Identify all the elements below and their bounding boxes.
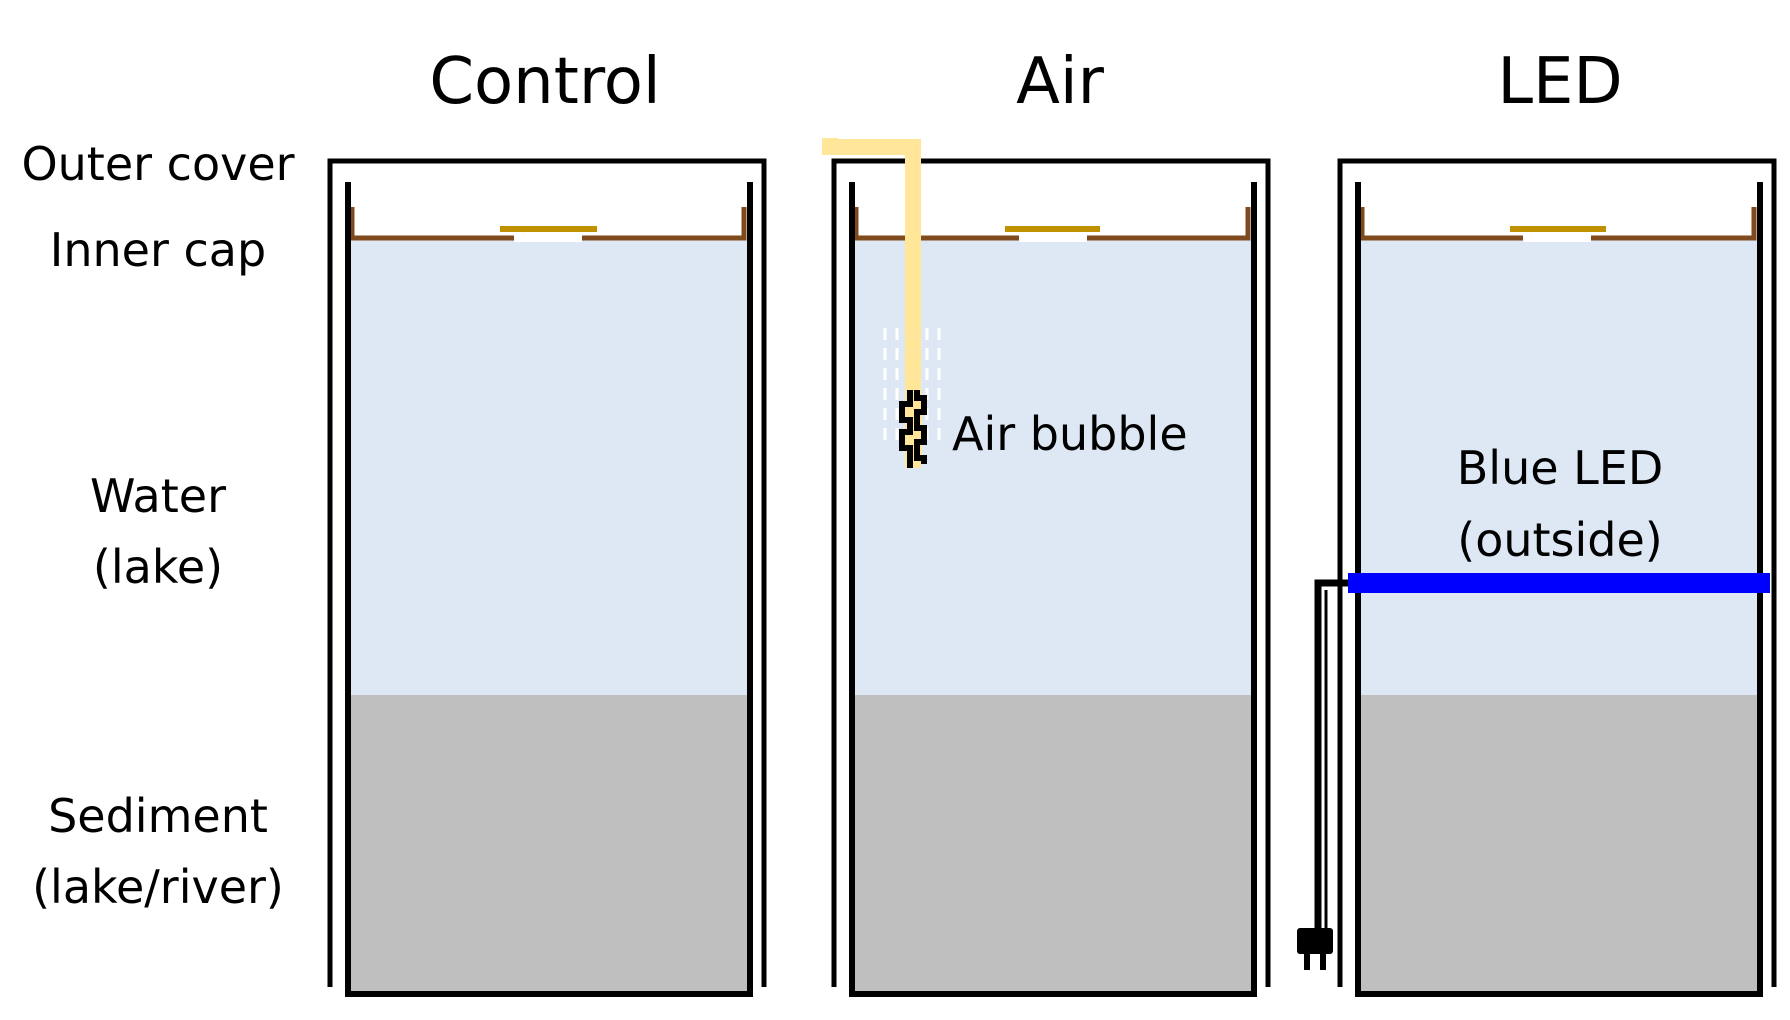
label-water-line1: Water [90, 469, 226, 523]
water-control [348, 240, 748, 695]
label-outer-cover: Outer cover [21, 137, 294, 191]
outer-cover-control [327, 158, 767, 987]
blue-led-strip [1348, 573, 1770, 593]
outer-cover-air [831, 158, 1271, 987]
column-air: Air bubble [822, 138, 1271, 997]
title-air: Air [1016, 45, 1105, 119]
label-air-bubble: Air bubble [952, 407, 1188, 461]
inner-cap-control [349, 207, 747, 241]
label-water-line2: (lake) [93, 540, 223, 594]
label-blue-led-line1: Blue LED [1457, 441, 1664, 495]
label-sediment-line1: Sediment [48, 789, 268, 843]
water-led [1358, 240, 1758, 695]
column-led: Blue LED (outside) [1297, 158, 1777, 997]
plug-icon [1297, 928, 1333, 970]
inner-vessel-air [849, 182, 1257, 997]
cap-opening-led [1523, 234, 1591, 242]
air-stone [899, 390, 927, 468]
cap-opening-control [514, 234, 582, 242]
sediment-led [1358, 695, 1758, 992]
inner-vessel-control [345, 182, 753, 997]
title-control: Control [429, 45, 660, 119]
title-led: LED [1497, 45, 1622, 119]
sediment-air [852, 695, 1252, 992]
column-control [327, 158, 767, 997]
sediment-control [348, 695, 748, 992]
led-cable [1314, 579, 1353, 928]
air-tube [822, 138, 921, 468]
label-blue-led-line2: (outside) [1457, 513, 1662, 567]
label-sediment-line2: (lake/river) [32, 860, 284, 914]
inner-cap-led [1359, 207, 1757, 241]
cap-opening-air [1019, 234, 1087, 242]
label-inner-cap: Inner cap [50, 223, 266, 277]
outer-cover-led [1337, 158, 1777, 987]
